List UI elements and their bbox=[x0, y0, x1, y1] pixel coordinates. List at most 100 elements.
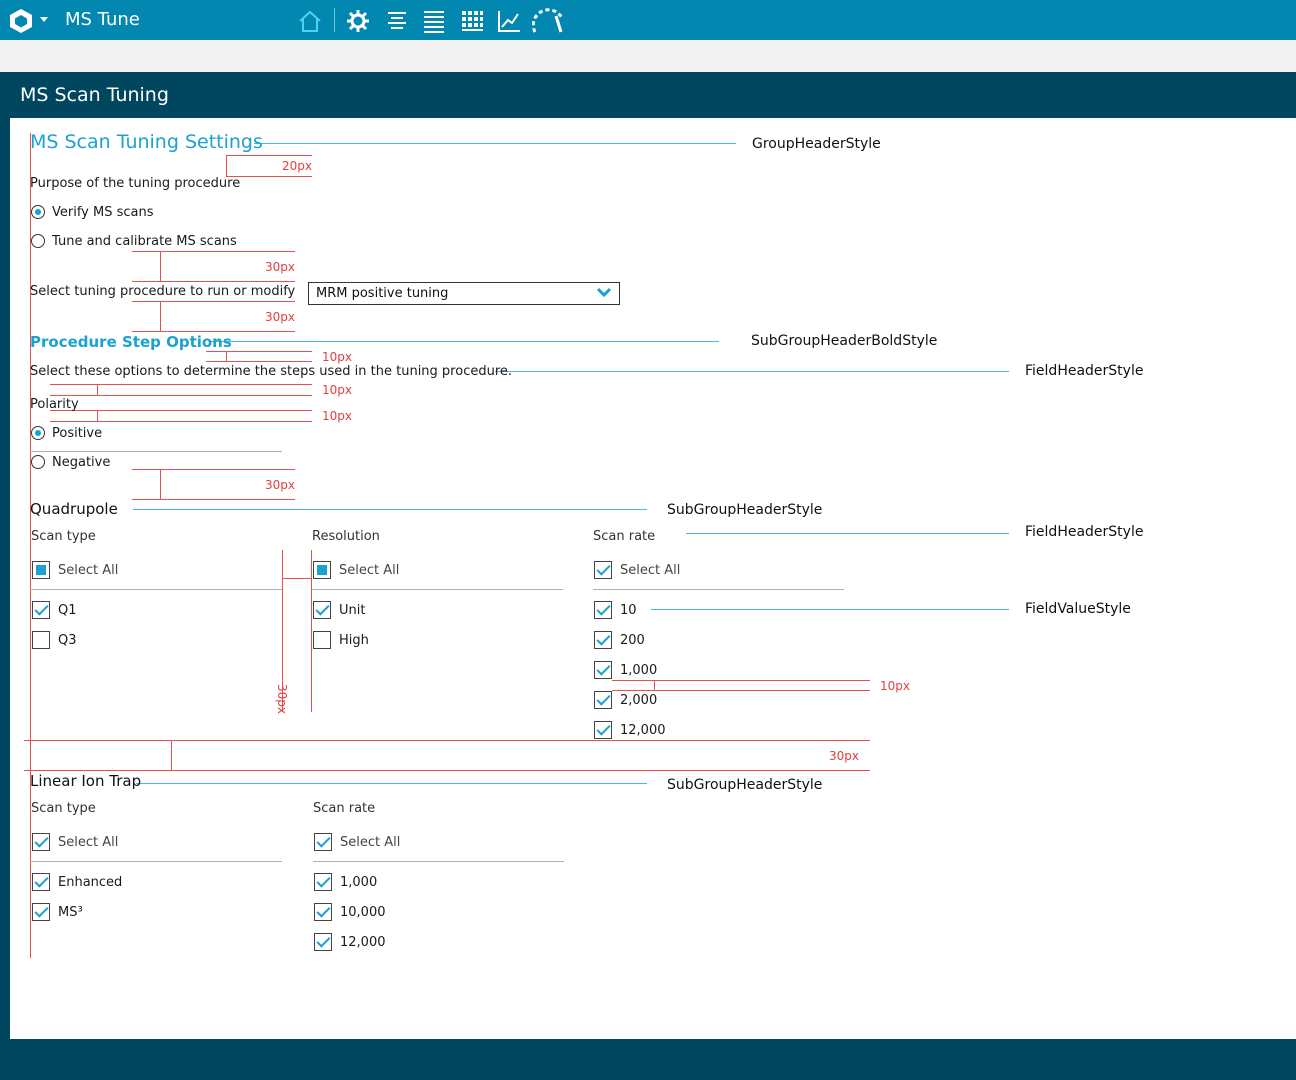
list-icon[interactable] bbox=[421, 8, 447, 34]
step-options-description: Select these options to determine the st… bbox=[30, 364, 513, 379]
lit-scan-rate-header: Scan rate bbox=[313, 801, 376, 816]
spacing-guide-30d-top bbox=[24, 740, 870, 741]
quad-scan-rate-10-label[interactable]: 10 bbox=[620, 603, 637, 618]
radio-label-positive[interactable]: Positive bbox=[52, 426, 103, 441]
spacing-guide-30c-vertical bbox=[160, 469, 161, 500]
app-header: MS Tune bbox=[0, 0, 1296, 40]
spacing-guide-10b-top bbox=[50, 384, 312, 385]
tune-lines-icon[interactable] bbox=[384, 8, 410, 34]
spacing-guide-20-bottom bbox=[226, 176, 312, 177]
lit-scan-rate-select-all-checkbox[interactable] bbox=[314, 833, 332, 851]
toolbar-separator bbox=[334, 8, 335, 32]
app-menu-chevron-down-icon[interactable] bbox=[40, 17, 48, 22]
field-header-style-label-2: FieldHeaderStyle bbox=[1025, 524, 1144, 540]
spacing-guide-30b-top bbox=[132, 301, 295, 302]
quad-resolution-select-all-checkbox[interactable] bbox=[313, 561, 331, 579]
spacing-label-10b: 10px bbox=[322, 383, 352, 397]
left-margin-guide bbox=[30, 133, 31, 958]
lit-scan-rate-12000-label[interactable]: 12,000 bbox=[340, 935, 386, 950]
gauge-icon[interactable] bbox=[532, 8, 566, 34]
spacing-guide-10c-bottom bbox=[50, 421, 312, 422]
quad-scan-rate-1000-label[interactable]: 1,000 bbox=[620, 663, 658, 678]
group-header-ms-scan-tuning-settings: MS Scan Tuning Settings bbox=[30, 131, 263, 153]
subgroup-header-style-leader-2 bbox=[136, 783, 647, 784]
radio-positive[interactable] bbox=[31, 426, 45, 440]
chart-icon[interactable] bbox=[496, 8, 522, 34]
procedure-dropdown[interactable]: MRM positive tuning bbox=[308, 282, 620, 305]
quad-resolution-unit-label[interactable]: Unit bbox=[339, 603, 366, 618]
quad-scan-rate-1000-checkbox[interactable] bbox=[594, 661, 612, 679]
quad-scan-type-select-all-label[interactable]: Select All bbox=[58, 563, 119, 578]
radio-label-verify-ms-scans[interactable]: Verify MS scans bbox=[52, 205, 154, 220]
quad-scan-rate-200-checkbox[interactable] bbox=[594, 631, 612, 649]
lit-scan-rate-10000-label[interactable]: 10,000 bbox=[340, 905, 386, 920]
quad-resolution-select-all-label[interactable]: Select All bbox=[339, 563, 400, 578]
toolbar-strip bbox=[0, 40, 1296, 72]
spacing-guide-10d-bottom bbox=[612, 690, 870, 691]
spacing-guide-10a-bottom bbox=[206, 361, 312, 362]
quad-scan-rate-10-checkbox[interactable] bbox=[594, 601, 612, 619]
radio-label-negative[interactable]: Negative bbox=[52, 455, 111, 470]
spacing-label-10a: 10px bbox=[322, 350, 352, 364]
lit-scan-type-enhanced-checkbox[interactable] bbox=[32, 873, 50, 891]
lit-scan-type-divider bbox=[30, 861, 282, 862]
grid-icon[interactable] bbox=[459, 8, 485, 34]
app-logo-icon[interactable] bbox=[8, 8, 34, 34]
group-header-style-label: GroupHeaderStyle bbox=[752, 136, 881, 152]
quad-resolution-high-label[interactable]: High bbox=[339, 633, 369, 648]
spacing-label-10d: 10px bbox=[880, 679, 910, 693]
spacing-guide-30c-top bbox=[132, 469, 295, 470]
quad-resolution-high-checkbox[interactable] bbox=[313, 631, 331, 649]
gear-icon[interactable] bbox=[345, 8, 371, 34]
home-icon[interactable] bbox=[297, 8, 323, 34]
radio-verify-ms-scans[interactable] bbox=[31, 205, 45, 219]
lit-scan-rate-1000-label[interactable]: 1,000 bbox=[340, 875, 378, 890]
lit-scan-rate-select-all-label[interactable]: Select All bbox=[340, 835, 401, 850]
spacing-label-30a: 30px bbox=[265, 260, 295, 274]
lit-scan-type-header: Scan type bbox=[31, 801, 96, 816]
field-value-style-label: FieldValueStyle bbox=[1025, 601, 1131, 617]
quad-scan-rate-12000-label[interactable]: 12,000 bbox=[620, 723, 666, 738]
quad-scan-rate-12000-checkbox[interactable] bbox=[594, 721, 612, 739]
spacing-guide-10c-vertical bbox=[97, 410, 98, 421]
lit-scan-type-select-all-label[interactable]: Select All bbox=[58, 835, 119, 850]
subgroup-header-linear-ion-trap: Linear Ion Trap bbox=[30, 772, 142, 790]
lit-scan-rate-10000-checkbox[interactable] bbox=[314, 903, 332, 921]
quad-scan-rate-select-all-label[interactable]: Select All bbox=[620, 563, 681, 578]
spacing-guide-10a-vertical bbox=[226, 351, 227, 361]
quad-scan-rate-divider bbox=[593, 589, 844, 590]
radio-tune-and-calibrate[interactable] bbox=[31, 234, 45, 248]
lit-scan-rate-1000-checkbox[interactable] bbox=[314, 873, 332, 891]
quad-scan-type-q1-label[interactable]: Q1 bbox=[58, 603, 77, 618]
chevron-down-icon bbox=[597, 287, 611, 297]
quad-scan-rate-200-label[interactable]: 200 bbox=[620, 633, 645, 648]
lit-scan-type-select-all-checkbox[interactable] bbox=[32, 833, 50, 851]
spacing-label-30d: 30px bbox=[829, 749, 859, 763]
lit-scan-rate-12000-checkbox[interactable] bbox=[314, 933, 332, 951]
lit-scan-type-enhanced-label[interactable]: Enhanced bbox=[58, 875, 123, 890]
quad-scan-rate-2000-checkbox[interactable] bbox=[594, 691, 612, 709]
subgroup-header-style-label-2: SubGroupHeaderStyle bbox=[667, 777, 823, 793]
quad-scan-type-q3-checkbox[interactable] bbox=[32, 631, 50, 649]
lit-scan-type-ms3-label[interactable]: MS³ bbox=[58, 905, 83, 920]
spacing-label-20: 20px bbox=[282, 159, 312, 173]
radio-negative[interactable] bbox=[31, 455, 45, 469]
column-gap-guide-left bbox=[282, 550, 283, 712]
quad-scan-rate-select-all-checkbox[interactable] bbox=[594, 561, 612, 579]
subgroup-header-procedure-step-options: Procedure Step Options bbox=[30, 333, 232, 351]
spacing-guide-10d-vertical bbox=[654, 680, 655, 691]
spacing-label-30b: 30px bbox=[265, 310, 295, 324]
quad-scan-type-q3-label[interactable]: Q3 bbox=[58, 633, 77, 648]
quad-scan-rate-2000-label[interactable]: 2,000 bbox=[620, 693, 658, 708]
column-gap-label-30: 30px bbox=[275, 684, 289, 714]
spacing-guide-30a-bottom bbox=[132, 281, 295, 282]
quad-scan-type-q1-checkbox[interactable] bbox=[32, 601, 50, 619]
quad-resolution-unit-checkbox[interactable] bbox=[313, 601, 331, 619]
subgroup-header-bold-style-label: SubGroupHeaderBoldStyle bbox=[751, 333, 938, 349]
quad-scan-type-select-all-checkbox[interactable] bbox=[32, 561, 50, 579]
page-titlebar: MS Scan Tuning bbox=[0, 72, 1296, 118]
spacing-guide-20-vertical bbox=[226, 155, 227, 177]
radio-label-tune-and-calibrate[interactable]: Tune and calibrate MS scans bbox=[52, 234, 237, 249]
lit-scan-type-ms3-checkbox[interactable] bbox=[32, 903, 50, 921]
